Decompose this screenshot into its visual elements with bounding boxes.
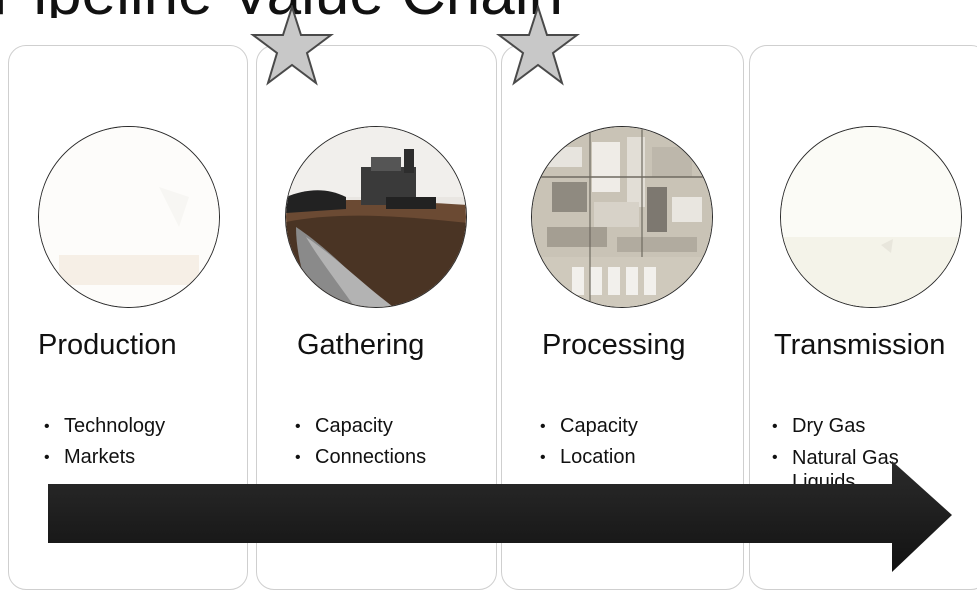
processing-image — [531, 126, 713, 308]
transmission-image — [780, 126, 962, 308]
slide-title: Pipeline Value Chain — [0, 0, 563, 18]
star-icon — [496, 5, 580, 86]
stage-bullets: Capacity Location — [540, 411, 638, 473]
bullet-item: Capacity — [295, 411, 426, 442]
bullet-item: Technology — [44, 411, 165, 442]
bullet-item: Capacity — [540, 411, 638, 442]
stage-bullets: Technology Markets — [44, 411, 165, 473]
bullet-item: Location — [540, 442, 638, 473]
stage-title: Gathering — [297, 329, 425, 361]
slide-title-clipped: Pipeline Value Chain — [0, 0, 977, 18]
stage-bullets: Capacity Connections — [295, 411, 426, 473]
stage-title: Processing — [542, 329, 686, 361]
bullet-item: Connections — [295, 442, 426, 473]
bullet-item: Dry Gas — [772, 411, 942, 442]
production-image — [38, 126, 220, 308]
gathering-image — [285, 126, 467, 308]
bullet-item: Markets — [44, 442, 165, 473]
star-icon — [250, 5, 334, 86]
stage-title: Production — [38, 329, 177, 361]
stage-title: Transmission — [774, 329, 946, 361]
